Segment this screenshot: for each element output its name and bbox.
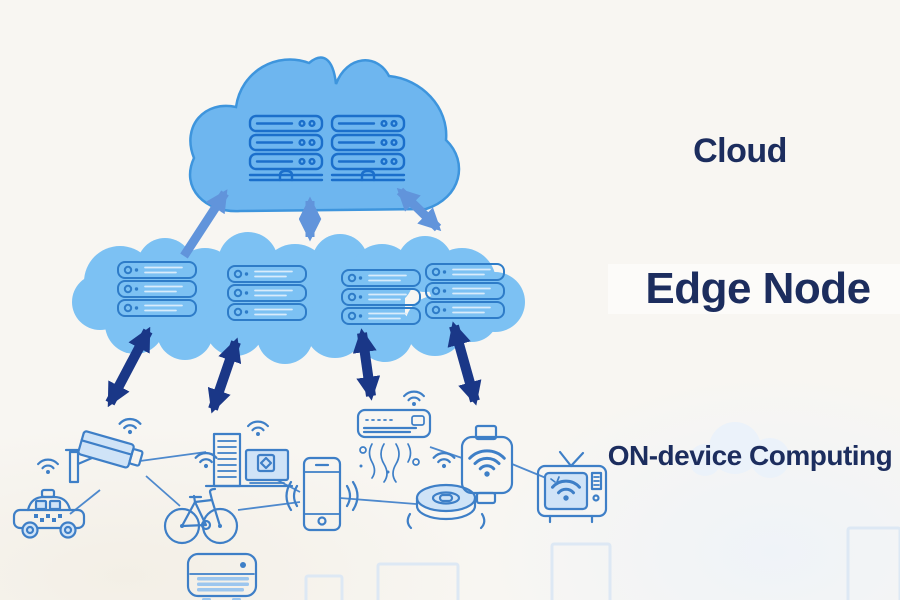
bicycle-icon [163, 451, 239, 545]
cloud-layer [188, 56, 461, 213]
gateway-computer-icon [204, 420, 294, 488]
smart-tv-icon [536, 450, 608, 524]
cloud-edge-arrows [180, 187, 442, 259]
double-arrow [447, 321, 482, 406]
edge-node-label: Edge Node [608, 264, 900, 314]
double-arrow [396, 187, 442, 232]
cloud-shape [188, 56, 461, 213]
on-device-computing-label: ON-device Computing [607, 440, 893, 471]
double-arrow [105, 326, 153, 408]
air-conditioner-plain-icon [186, 552, 258, 600]
air-conditioner-wifi-icon [356, 390, 432, 483]
double-arrow [352, 328, 381, 401]
double-arrow [207, 337, 242, 414]
robot-vacuum-icon [406, 451, 486, 530]
up-arrow [180, 189, 229, 259]
ghost-rectangle [550, 542, 612, 600]
ghost-rectangle [304, 574, 344, 600]
smart-plug-icon [460, 424, 514, 505]
background-ghost-shapes [304, 422, 900, 600]
airflow-lines [359, 443, 420, 483]
on-device-layer [12, 390, 608, 600]
edge-node-cloud [72, 232, 525, 364]
ghost-cloud [689, 422, 790, 478]
taxi-car-icon [12, 458, 86, 539]
ghost-rectangle [846, 526, 900, 600]
cctv-camera-icon [64, 417, 144, 484]
edge-device-arrows [105, 321, 482, 414]
cloud-label: Cloud [693, 132, 787, 170]
ghost-rectangle [376, 562, 460, 600]
smartphone-icon [285, 456, 359, 532]
